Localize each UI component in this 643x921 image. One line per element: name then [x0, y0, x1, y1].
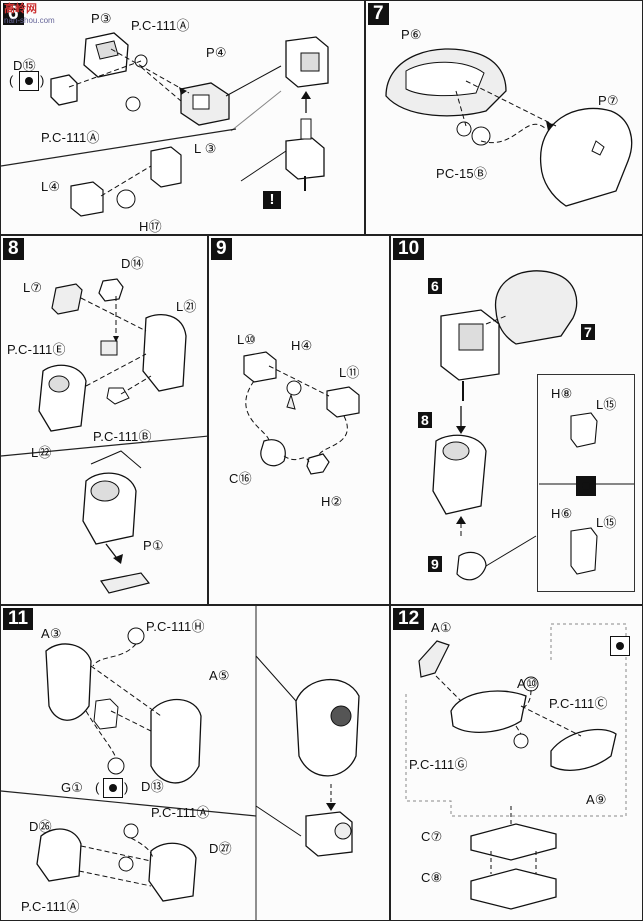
- label-l4: L④: [41, 179, 61, 194]
- label-c7: C⑦: [421, 829, 443, 844]
- label-p6: P⑥: [401, 27, 422, 42]
- step-8-number: 8: [3, 238, 24, 260]
- label-g1: G①: [61, 780, 84, 795]
- step-7-number: 7: [368, 3, 389, 25]
- substep-9-badge: 9: [428, 556, 442, 572]
- label-a9: A⑨: [586, 792, 607, 807]
- marker-icon: [19, 71, 39, 91]
- step-11-number: 11: [3, 608, 34, 630]
- step-11-panel: 11 A③ P.C-111Ⓗ A⑤: [0, 605, 390, 921]
- label-pc111b: P.C-111Ⓑ: [93, 429, 152, 444]
- label-h6: H⑥: [551, 506, 573, 521]
- label-h17: H⑰: [139, 219, 162, 234]
- substep-7-badge: 7: [581, 324, 595, 340]
- label-pc111h: P.C-111Ⓗ: [146, 619, 205, 634]
- step-12-panel: 12 A① A⑩ P.C-111Ⓒ P.C-111Ⓖ A⑨ C⑦ C⑧: [390, 605, 643, 921]
- step-6-panel: 6 P③ P.C-1: [0, 0, 365, 235]
- step-9-panel: 9 L⑩ H④ L⑪ C⑯ H②: [208, 235, 390, 605]
- label-c8: C⑧: [421, 870, 443, 885]
- label-a10: A⑩: [517, 676, 538, 691]
- label-h4: H④: [291, 338, 313, 353]
- label-a1: A①: [431, 620, 452, 635]
- label-pc111c: P.C-111Ⓒ: [549, 696, 608, 711]
- marker-icon: [103, 778, 123, 798]
- label-p7: P⑦: [598, 93, 619, 108]
- substep-6-badge: 6: [428, 278, 442, 294]
- step-6-number: 6: [3, 3, 24, 25]
- label-d27: D㉗: [209, 841, 232, 856]
- step-9-illustration: [243, 351, 360, 475]
- label-pc111g: P.C-111Ⓖ: [409, 757, 468, 772]
- substep-8-badge: 8: [418, 412, 432, 428]
- watermark-logo: 高岭网 nan-shou.com: [4, 0, 55, 25]
- label-paren-open: (: [95, 780, 100, 795]
- label-c16: C⑯: [229, 471, 252, 486]
- step-10-panel: 10 6 7 8 9 H⑧ L⑮ H⑥ L⑮: [390, 235, 643, 605]
- warning-icon: !: [263, 191, 281, 209]
- label-pc111a-top: P.C-111Ⓐ: [151, 805, 210, 820]
- label-l15-a: L⑮: [596, 397, 617, 412]
- step-7-panel: 7 P⑥ P⑦ PC-15Ⓑ: [365, 0, 643, 235]
- label-l10: L⑩: [237, 332, 257, 347]
- label-paren-close: ): [40, 73, 45, 88]
- label-l15-b: L⑮: [596, 515, 617, 530]
- label-pc15b: PC-15Ⓑ: [436, 166, 488, 181]
- label-pc111a-top: P.C-111Ⓐ: [131, 18, 190, 33]
- label-l7: L⑦: [23, 280, 43, 295]
- step-8-illustration: [1, 278, 207, 594]
- label-pc111a-bottom: P.C-111Ⓐ: [41, 130, 100, 145]
- inset-box: [537, 374, 635, 592]
- step-12-illustration: [405, 623, 627, 910]
- label-pc111a-bottom: P.C-111Ⓐ: [21, 899, 80, 914]
- step-10-number: 10: [393, 238, 425, 260]
- label-paren-close: ): [124, 780, 129, 795]
- label-p1: P①: [143, 538, 164, 553]
- label-pc111e: P.C-111Ⓔ: [7, 342, 66, 357]
- label-d14: D⑭: [121, 256, 144, 271]
- label-l22: L㉒: [31, 445, 52, 460]
- step-6-illustration: [1, 32, 329, 217]
- label-a3: A③: [41, 626, 62, 641]
- label-a5: A⑤: [209, 668, 230, 683]
- watermark-url: nan-shou.com: [4, 16, 55, 25]
- label-p4: P④: [206, 45, 227, 60]
- step-8-panel: 8 D⑭ L⑦ L㉑ P.C-111Ⓔ P.C-111Ⓑ L㉒ P①: [0, 235, 208, 605]
- watermark-brand: 高岭网: [4, 3, 37, 15]
- step-7-illustration: [385, 48, 633, 207]
- label-h2: H②: [321, 494, 343, 509]
- label-p3: P③: [91, 11, 112, 26]
- step-11-illustration: [1, 606, 360, 920]
- label-paren-open: (: [9, 73, 14, 88]
- step-12-number: 12: [393, 608, 425, 630]
- label-h8: H⑧: [551, 386, 573, 401]
- label-l3: L ③: [194, 141, 217, 156]
- label-d15: D⑮: [13, 58, 36, 73]
- label-l21: L㉑: [176, 299, 197, 314]
- step-9-number: 9: [211, 238, 232, 260]
- label-d13: D⑬: [141, 779, 164, 794]
- label-l11: L⑪: [339, 365, 360, 380]
- label-d26: D㉖: [29, 819, 52, 834]
- marker-icon: [610, 636, 630, 656]
- part-marker-icon: [576, 476, 596, 496]
- step-10-illustration: [432, 270, 634, 581]
